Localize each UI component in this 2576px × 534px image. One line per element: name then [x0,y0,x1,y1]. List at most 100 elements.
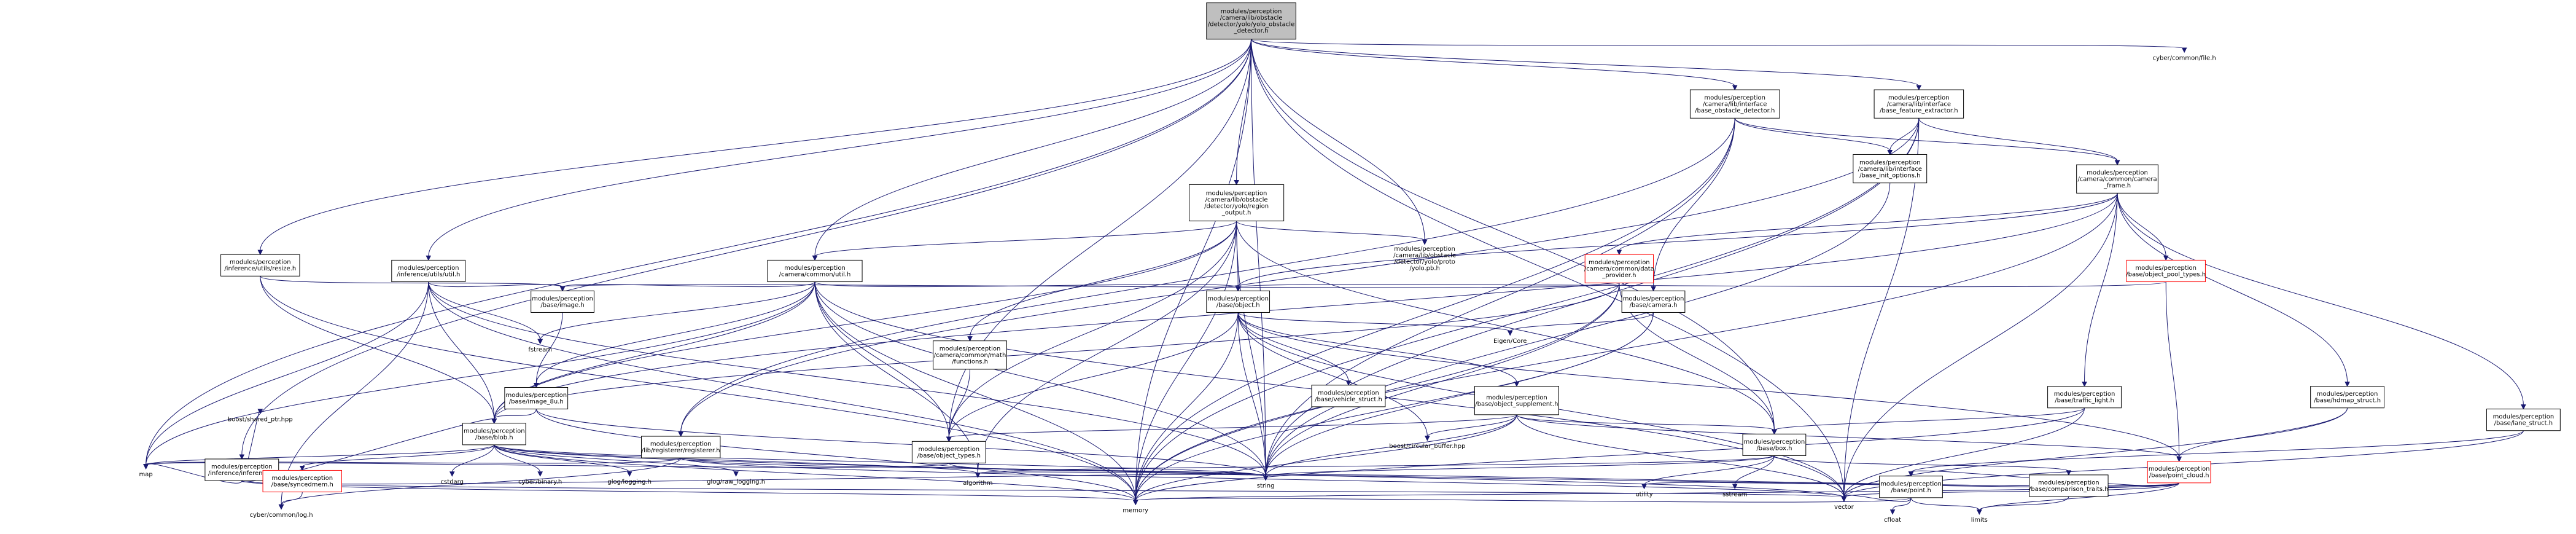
node-inf_resize[interactable]: modules/perception/inference/utils/resiz… [220,254,300,277]
node-box [911,441,986,463]
node-inf_util[interactable]: modules/perception/inference/utils/util.… [391,259,466,283]
node-hdmap_struct[interactable]: modules/perception/base/hdmap_struct.h [2310,386,2385,409]
node-fstream[interactable]: fstream [528,347,552,353]
edge-line [2117,193,2348,383]
edge-line [535,281,815,384]
node-cfloat[interactable]: cfloat [1884,517,1901,524]
node-label-line: algorithm [963,480,992,487]
edge-base_box-to-utility [1641,455,1775,490]
edge-line [1251,39,1266,477]
node-utility[interactable]: utility [1635,492,1653,498]
edge-line [281,492,303,506]
edge-line [1773,455,2069,472]
node-memory[interactable]: memory [1123,507,1148,514]
edge-line [1644,455,1775,485]
edge-cam_util-to-object_types [814,281,952,442]
arrowhead-icon [2114,160,2120,166]
node-region_output[interactable]: modules/perception/camera/lib/obstacle/d… [1189,184,1285,222]
node-label-line: /inference/utils/util.h [397,271,460,278]
edge-base_blob-to-glog_raw_logging [494,444,739,477]
node-map[interactable]: map [139,471,152,478]
node-boost_shared_ptr[interactable]: boost/shared_ptr.hpp [228,417,293,423]
edge-base_point-to-cfloat [1889,497,1912,515]
node-label-line: /camera/lib/interface [1887,101,1951,108]
node-eigen_core[interactable]: Eigen/Core [1493,338,1527,345]
node-label-line: utility [1635,492,1653,498]
edge-line [2117,193,2166,257]
node-data_provider[interactable]: modules/perception/camera/common/data_pr… [1584,254,1654,283]
node-box [1311,385,1386,407]
node-box [2047,386,2122,409]
node-object_pool_types[interactable]: modules/perception/base/object_pool_type… [2126,259,2206,283]
arrowhead-icon [1732,85,1738,91]
node-label-line: /base/syncedmem.h [271,482,333,489]
node-yolo_pb[interactable]: modules/perception/camera/lib/obstacle/d… [1393,246,1456,272]
node-string[interactable]: string [1257,483,1275,490]
node-label-line: /base/blob.h [475,434,513,441]
arrowhead-icon [1772,429,1777,435]
node-base_obstacle_detector[interactable]: modules/perception/camera/lib/interface/… [1689,89,1780,119]
node-label-line: /base/object_pool_types.h [2126,271,2206,278]
edge-line [494,444,737,473]
edge-data_provider-to-base_blob [491,283,1620,424]
node-base_camera[interactable]: modules/perception/base/camera.h [1621,290,1686,313]
node-base_box[interactable]: modules/perception/base/box.h [1742,433,1807,456]
node-base_feature_extractor[interactable]: modules/perception/camera/lib/interface/… [1874,89,1964,119]
edge-comparison_traits-to-limits [1976,496,2069,515]
node-inference[interactable]: modules/perception/inference/inference.h [204,458,279,481]
node-base_object[interactable]: modules/perception/base/object.h [1206,290,1270,313]
node-cyber_log[interactable]: cyber/common/log.h [249,512,313,519]
edge-line [146,444,495,466]
edge-line [494,283,1620,420]
edge-point_cloud-to-algorithm [975,471,2180,487]
edge-line [1135,414,1517,501]
node-vehicle_struct[interactable]: modules/perception/base/vehicle_struct.h [1311,385,1386,407]
node-lib_registerer[interactable]: modules/perception/lib/registerer/regist… [640,436,721,458]
edge-object_supplement-to-object_types [946,414,1517,442]
node-object_types[interactable]: modules/perception/base/object_types.h [911,441,986,463]
arrowhead-icon [1651,286,1656,292]
node-glog_logging[interactable]: glog/logging.h [607,479,652,485]
edge-line [1843,193,2118,498]
node-math_functions[interactable]: modules/perception/camera/common/math/fu… [933,340,1007,370]
node-algorithm[interactable]: algorithm [963,480,992,487]
node-image_8u[interactable]: modules/perception/base/image_8u.h [504,387,569,410]
node-traffic_light[interactable]: modules/perception/base/traffic_light.h [2047,386,2122,409]
node-label-line: limits [1971,517,1988,524]
node-cyber_file[interactable]: cyber/common/file.h [2153,55,2216,62]
edge-line [1889,118,1920,151]
node-glog_raw_logging[interactable]: glog/raw_logging.h [707,479,765,485]
edge-line [948,369,971,438]
node-object_supplement[interactable]: modules/perception/base/object_supplemen… [1474,386,1559,415]
edge-line [1251,39,1425,241]
arrowhead-icon [1263,475,1269,481]
node-syncedmem[interactable]: modules/perception/base/syncedmem.h [262,469,342,493]
node-cyber_binary[interactable]: cyber/binary.h [518,479,562,485]
node-limits[interactable]: limits [1971,517,1988,524]
node-label-line: /base/image_8u.h [509,399,564,406]
node-base_image[interactable]: modules/perception/base/image.h [531,290,594,313]
node-comparison_traits[interactable]: modules/perception/base/comparison_trait… [2029,474,2109,497]
node-sstream[interactable]: sstream [1722,492,1747,498]
node-base_point[interactable]: modules/perception/base/point.h [1879,476,1943,498]
edge-base_camera-to-memory [1132,312,1654,506]
node-vector[interactable]: vector [1834,504,1854,511]
edge-camera_frame-to-data_provider [1616,193,2118,256]
node-box [1742,433,1807,456]
edge-object_types-to-map [143,462,949,469]
node-lane_struct[interactable]: modules/perception/base/lane_struct.h [2486,409,2561,431]
edge-line [1237,281,2166,288]
edge-line [1135,118,1920,501]
node-point_cloud[interactable]: modules/perception/base/point_cloud.h [2147,461,2211,484]
node-label-line: /inference/utils/resize.h [224,265,296,272]
node-base_blob[interactable]: modules/perception/base/blob.h [462,423,526,446]
node-base_init_options[interactable]: modules/perception/camera/lib/interface/… [1853,154,1928,184]
node-camera_frame[interactable]: modules/perception/camera/common/camera_… [2076,164,2158,194]
node-cam_util[interactable]: modules/perception/camera/common/util.h [767,259,863,283]
node-boost_circular[interactable]: boost/circular_buffer.hpp [1389,443,1465,450]
edge-base_obstacle_detector-to-base_init_options [1734,118,1893,155]
node-label-line: /camera/common/camera [2077,176,2157,183]
edge-root-to-base_feature_extractor [1251,39,1922,91]
node-cstdarg[interactable]: cstdarg [441,479,464,485]
edge-base_blob-to-glog_logging [494,444,632,477]
